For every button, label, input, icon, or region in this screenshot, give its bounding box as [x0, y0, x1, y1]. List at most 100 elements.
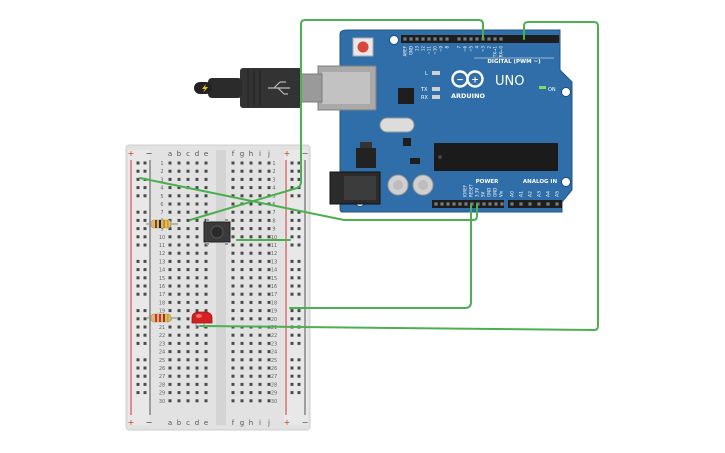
breadboard-hole[interactable]	[249, 268, 253, 272]
breadboard-hole[interactable]	[240, 309, 244, 313]
breadboard-hole[interactable]	[267, 382, 271, 386]
breadboard-hole[interactable]	[267, 268, 271, 272]
breadboard-hole[interactable]	[249, 210, 253, 214]
breadboard-hole[interactable]	[249, 194, 253, 198]
breadboard-hole[interactable]	[249, 374, 253, 378]
digital-pin[interactable]	[409, 37, 413, 41]
breadboard-hole[interactable]	[168, 186, 172, 190]
breadboard-hole[interactable]	[177, 276, 181, 280]
rail-hole[interactable]	[297, 218, 301, 222]
rail-hole[interactable]	[136, 382, 140, 386]
rail-hole[interactable]	[297, 374, 301, 378]
digital-pin[interactable]	[427, 37, 431, 41]
rail-hole[interactable]	[297, 309, 301, 313]
rail-hole[interactable]	[290, 358, 294, 362]
breadboard-hole[interactable]	[195, 325, 199, 329]
breadboard-hole[interactable]	[195, 341, 199, 345]
breadboard-hole[interactable]	[258, 227, 262, 231]
breadboard-hole[interactable]	[177, 317, 181, 321]
power-pin[interactable]	[488, 202, 492, 206]
breadboard-hole[interactable]	[249, 235, 253, 239]
breadboard-hole[interactable]	[186, 177, 190, 181]
breadboard-hole[interactable]	[168, 374, 172, 378]
breadboard-hole[interactable]	[249, 284, 253, 288]
rail-hole[interactable]	[143, 259, 147, 263]
breadboard-hole[interactable]	[177, 358, 181, 362]
breadboard-hole[interactable]	[267, 186, 271, 190]
usb-cable[interactable]	[194, 68, 323, 108]
digital-header[interactable]	[401, 35, 559, 43]
breadboard-hole[interactable]	[168, 284, 172, 288]
rail-hole[interactable]	[143, 374, 147, 378]
breadboard-hole[interactable]	[240, 268, 244, 272]
breadboard-hole[interactable]	[267, 399, 271, 403]
breadboard-hole[interactable]	[231, 210, 235, 214]
breadboard-hole[interactable]	[249, 333, 253, 337]
rail-hole[interactable]	[290, 292, 294, 296]
breadboard-hole[interactable]	[195, 268, 199, 272]
breadboard-hole[interactable]	[267, 235, 271, 239]
breadboard-hole[interactable]	[249, 169, 253, 173]
rail-hole[interactable]	[297, 276, 301, 280]
rail-hole[interactable]	[290, 366, 294, 370]
breadboard-hole[interactable]	[249, 218, 253, 222]
breadboard-hole[interactable]	[267, 358, 271, 362]
breadboard-hole[interactable]	[168, 169, 172, 173]
rail-hole[interactable]	[136, 235, 140, 239]
breadboard-hole[interactable]	[195, 243, 199, 247]
breadboard-hole[interactable]	[177, 382, 181, 386]
rail-hole[interactable]	[143, 186, 147, 190]
rail-hole[interactable]	[290, 235, 294, 239]
breadboard-hole[interactable]	[204, 210, 208, 214]
rail-hole[interactable]	[290, 268, 294, 272]
rail-hole[interactable]	[136, 210, 140, 214]
breadboard-hole[interactable]	[240, 374, 244, 378]
breadboard-hole[interactable]	[258, 218, 262, 222]
rail-hole[interactable]	[297, 284, 301, 288]
breadboard-hole[interactable]	[186, 268, 190, 272]
rail-hole[interactable]	[297, 268, 301, 272]
digital-pin[interactable]	[493, 37, 497, 41]
breadboard-hole[interactable]	[195, 186, 199, 190]
breadboard-hole[interactable]	[195, 218, 199, 222]
breadboard-hole[interactable]	[258, 366, 262, 370]
breadboard-hole[interactable]	[168, 341, 172, 345]
breadboard-hole[interactable]	[231, 350, 235, 354]
breadboard-hole[interactable]	[195, 210, 199, 214]
breadboard-hole[interactable]	[168, 292, 172, 296]
breadboard-hole[interactable]	[249, 341, 253, 345]
breadboard-hole[interactable]	[249, 161, 253, 165]
rail-hole[interactable]	[136, 317, 140, 321]
breadboard-hole[interactable]	[258, 202, 262, 206]
breadboard-hole[interactable]	[231, 333, 235, 337]
breadboard-hole[interactable]	[231, 202, 235, 206]
breadboard-hole[interactable]	[177, 161, 181, 165]
digital-pin[interactable]	[457, 37, 461, 41]
breadboard-hole[interactable]	[177, 243, 181, 247]
rail-hole[interactable]	[290, 161, 294, 165]
breadboard[interactable]: + − + − + − + − a b c d e f g h i j a b …	[125, 144, 311, 431]
wires[interactable]	[139, 19, 599, 331]
breadboard-hole[interactable]	[240, 177, 244, 181]
rail-hole[interactable]	[143, 284, 147, 288]
breadboard-hole[interactable]	[240, 161, 244, 165]
rail-hole[interactable]	[143, 218, 147, 222]
led-red[interactable]	[191, 311, 213, 328]
breadboard-hole[interactable]	[186, 399, 190, 403]
breadboard-hole[interactable]	[195, 284, 199, 288]
rail-hole[interactable]	[297, 243, 301, 247]
breadboard-hole[interactable]	[168, 350, 172, 354]
breadboard-hole[interactable]	[267, 391, 271, 395]
breadboard-hole[interactable]	[240, 333, 244, 337]
breadboard-hole[interactable]	[267, 169, 271, 173]
breadboard-hole[interactable]	[177, 177, 181, 181]
breadboard-hole[interactable]	[186, 161, 190, 165]
breadboard-hole[interactable]	[186, 341, 190, 345]
breadboard-hole[interactable]	[267, 251, 271, 255]
rail-hole[interactable]	[143, 292, 147, 296]
rail-hole[interactable]	[136, 186, 140, 190]
breadboard-hole[interactable]	[258, 243, 262, 247]
rail-hole[interactable]	[297, 292, 301, 296]
breadboard-hole[interactable]	[249, 382, 253, 386]
breadboard-hole[interactable]	[168, 194, 172, 198]
